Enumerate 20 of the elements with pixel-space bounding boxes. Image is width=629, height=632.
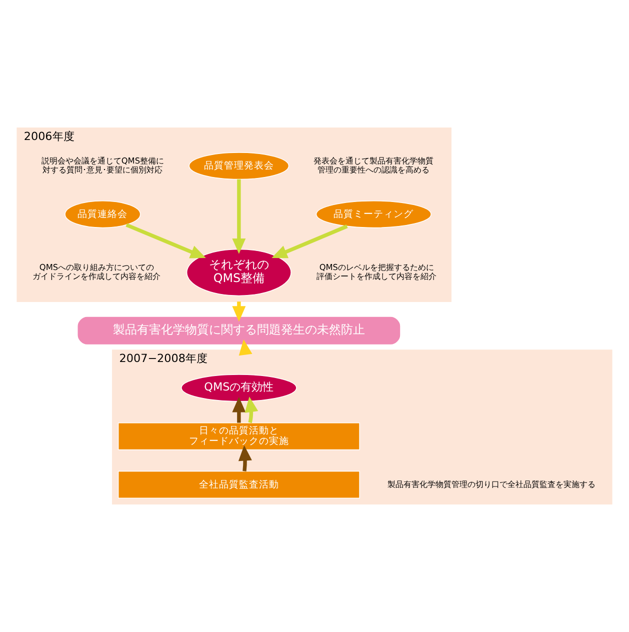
arrow [272,224,348,258]
node-box: 製品有害化学物質に関する問題発生の未然防止 [78,316,400,344]
node-ellipse: それぞれのQMS整備 [186,248,292,296]
node-ellipse: QMSの有効性 [181,374,297,402]
label: 発表会を通じて製品有害化学物質管理の重要性への認識を高める [314,156,434,174]
arrow [238,445,252,472]
arrow [232,396,246,423]
label: QMSへの取り組み方についてのガイドラインを作成して内容を紹介 [32,262,161,282]
arrow [244,396,258,424]
label: 説明会や会議を通じてQMS整備に対する質問･意見･要望に個別対応 [41,156,164,174]
node-box: 全社品質監査活動 [118,470,360,498]
arrow [232,179,246,254]
arrow [126,223,206,258]
node-ellipse: 品質ミーティング [316,200,432,228]
node-label: 製品有害化学物質管理の切り口で全社品質監査を実施する [387,478,596,489]
node-ellipse: 品質連絡会 [64,200,141,228]
node-box: 日々の品質活動とフィードバックの実施 [118,422,360,450]
node-ellipse: 品質管理発表会 [188,152,290,180]
arrow [238,339,252,356]
label: QMSのレベルを把握するために評価シートを作成して内容を紹介 [316,262,437,282]
